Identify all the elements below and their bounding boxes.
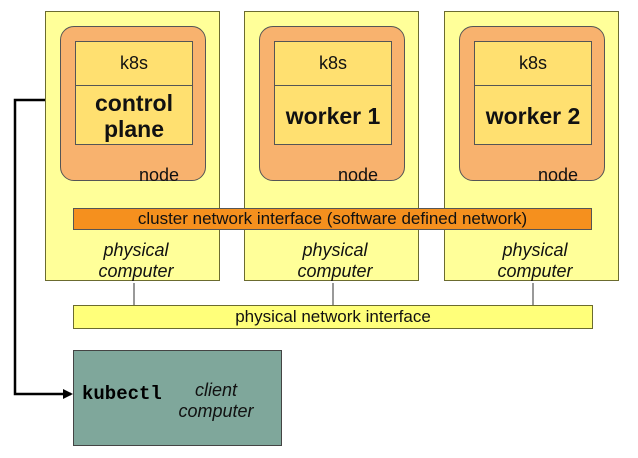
client-computer-label: client computer	[178, 380, 254, 421]
client-computer: kubectl client computer	[73, 350, 282, 446]
physical-computer-label: physical computer	[497, 240, 573, 281]
cluster-network-interface: cluster network interface (software defi…	[73, 208, 592, 230]
node-control-plane: k8s control plane node	[60, 26, 206, 185]
physical-computer-label: physical computer	[297, 240, 373, 281]
role-worker-1: worker 1	[285, 102, 381, 129]
node-label: node	[338, 165, 379, 185]
role-worker-2: worker 2	[485, 102, 581, 129]
role-control-plane: control plane	[95, 89, 173, 142]
k8s-box-control-plane: k8s control plane	[75, 41, 193, 145]
k8s-label: k8s	[76, 42, 192, 86]
k8s-label: k8s	[275, 42, 391, 86]
physical-computer-control-plane: k8s control plane node physical computer	[45, 11, 220, 281]
node-label: node	[139, 165, 180, 185]
kubectl-control-plane-arrow	[13, 95, 73, 399]
k8s-box-worker-2: k8s worker 2	[474, 41, 592, 145]
node-label: node	[538, 165, 579, 185]
physical-computer-label: physical computer	[98, 240, 174, 281]
physical-computer-worker-1: k8s worker 1 node physical computer	[244, 11, 419, 281]
k8s-label: k8s	[475, 42, 591, 86]
node-worker-1: k8s worker 1 node	[259, 26, 405, 185]
physical-network-interface: physical network interface	[73, 305, 593, 329]
physical-computer-worker-2: k8s worker 2 node physical computer	[444, 11, 619, 281]
k8s-box-worker-1: k8s worker 1	[274, 41, 392, 145]
kubectl-label: kubectl	[82, 383, 162, 405]
node-worker-2: k8s worker 2 node	[459, 26, 605, 185]
